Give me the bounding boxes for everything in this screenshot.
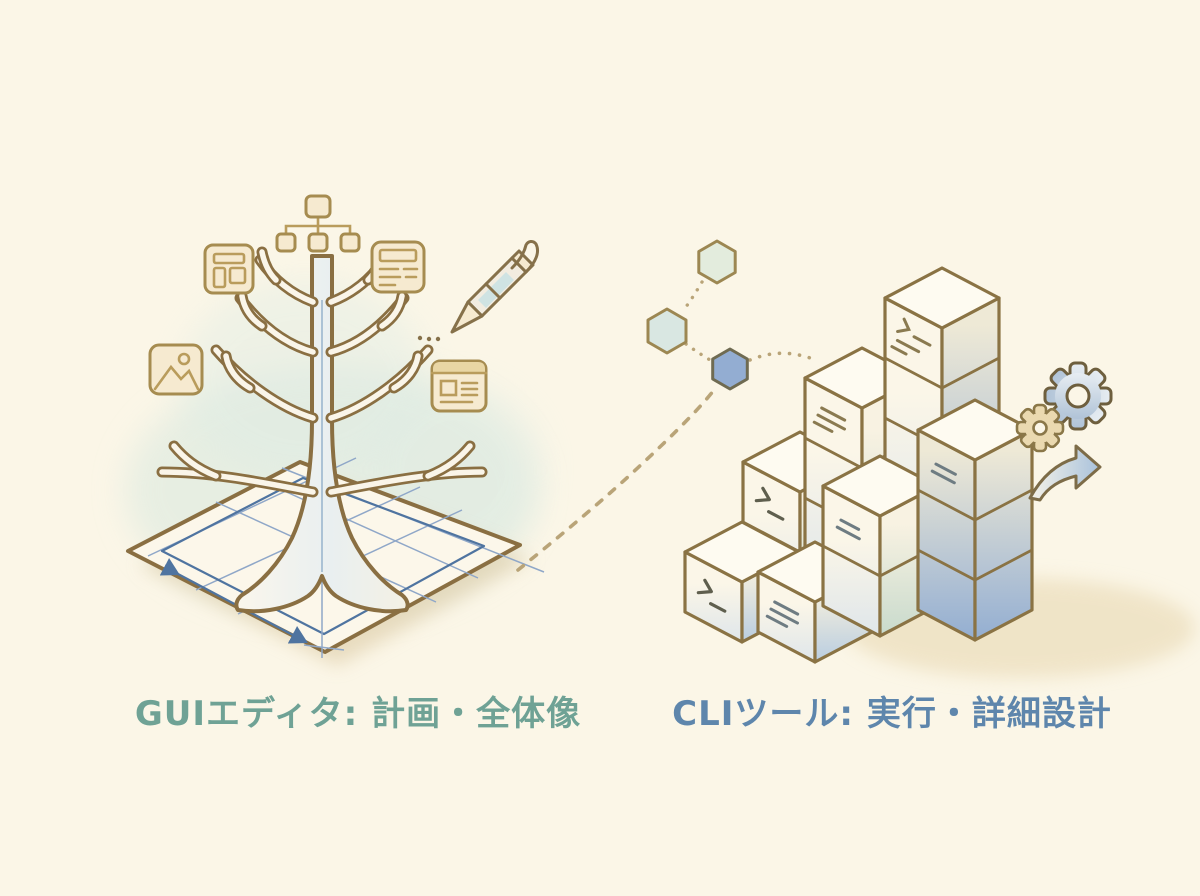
hexagon-top <box>697 239 737 285</box>
document-text-icon <box>370 240 426 294</box>
sitemap-icon <box>275 194 361 253</box>
webpage-icon-titlebar <box>433 362 485 372</box>
dotted-connector <box>516 280 818 572</box>
ellipsis-dots <box>417 335 441 342</box>
image-icon <box>148 343 204 396</box>
gear-small-icon <box>1015 403 1065 453</box>
long-dotted-curve <box>516 388 716 572</box>
terminal-prompt-glyph <box>696 578 727 613</box>
dotted-to-cubes <box>748 351 818 362</box>
code-lines-glyph <box>835 518 861 541</box>
layout-wireframe-icon <box>203 243 255 295</box>
cube-stack <box>683 266 1034 664</box>
curved-arrow-icon <box>1028 444 1102 502</box>
cube-column-front-4-blue <box>916 398 1034 642</box>
cli-tool-label: CLIツール: 実行・詳細設計 <box>672 694 1112 734</box>
code-lines-glyph <box>765 600 800 628</box>
hexagon-middle <box>646 307 688 355</box>
terminal-prompt-glyph <box>754 486 785 521</box>
hexagon-nodes <box>646 239 749 391</box>
code-lines-glyph <box>930 462 957 485</box>
terminal-code-glyph <box>890 317 932 356</box>
code-lines-glyph <box>812 406 847 433</box>
pen-icon <box>450 240 540 334</box>
webpage-icon <box>430 359 488 413</box>
hexagon-blue <box>711 347 749 391</box>
gui-editor-label: GUIエディタ: 計画・全体像 <box>134 694 582 734</box>
